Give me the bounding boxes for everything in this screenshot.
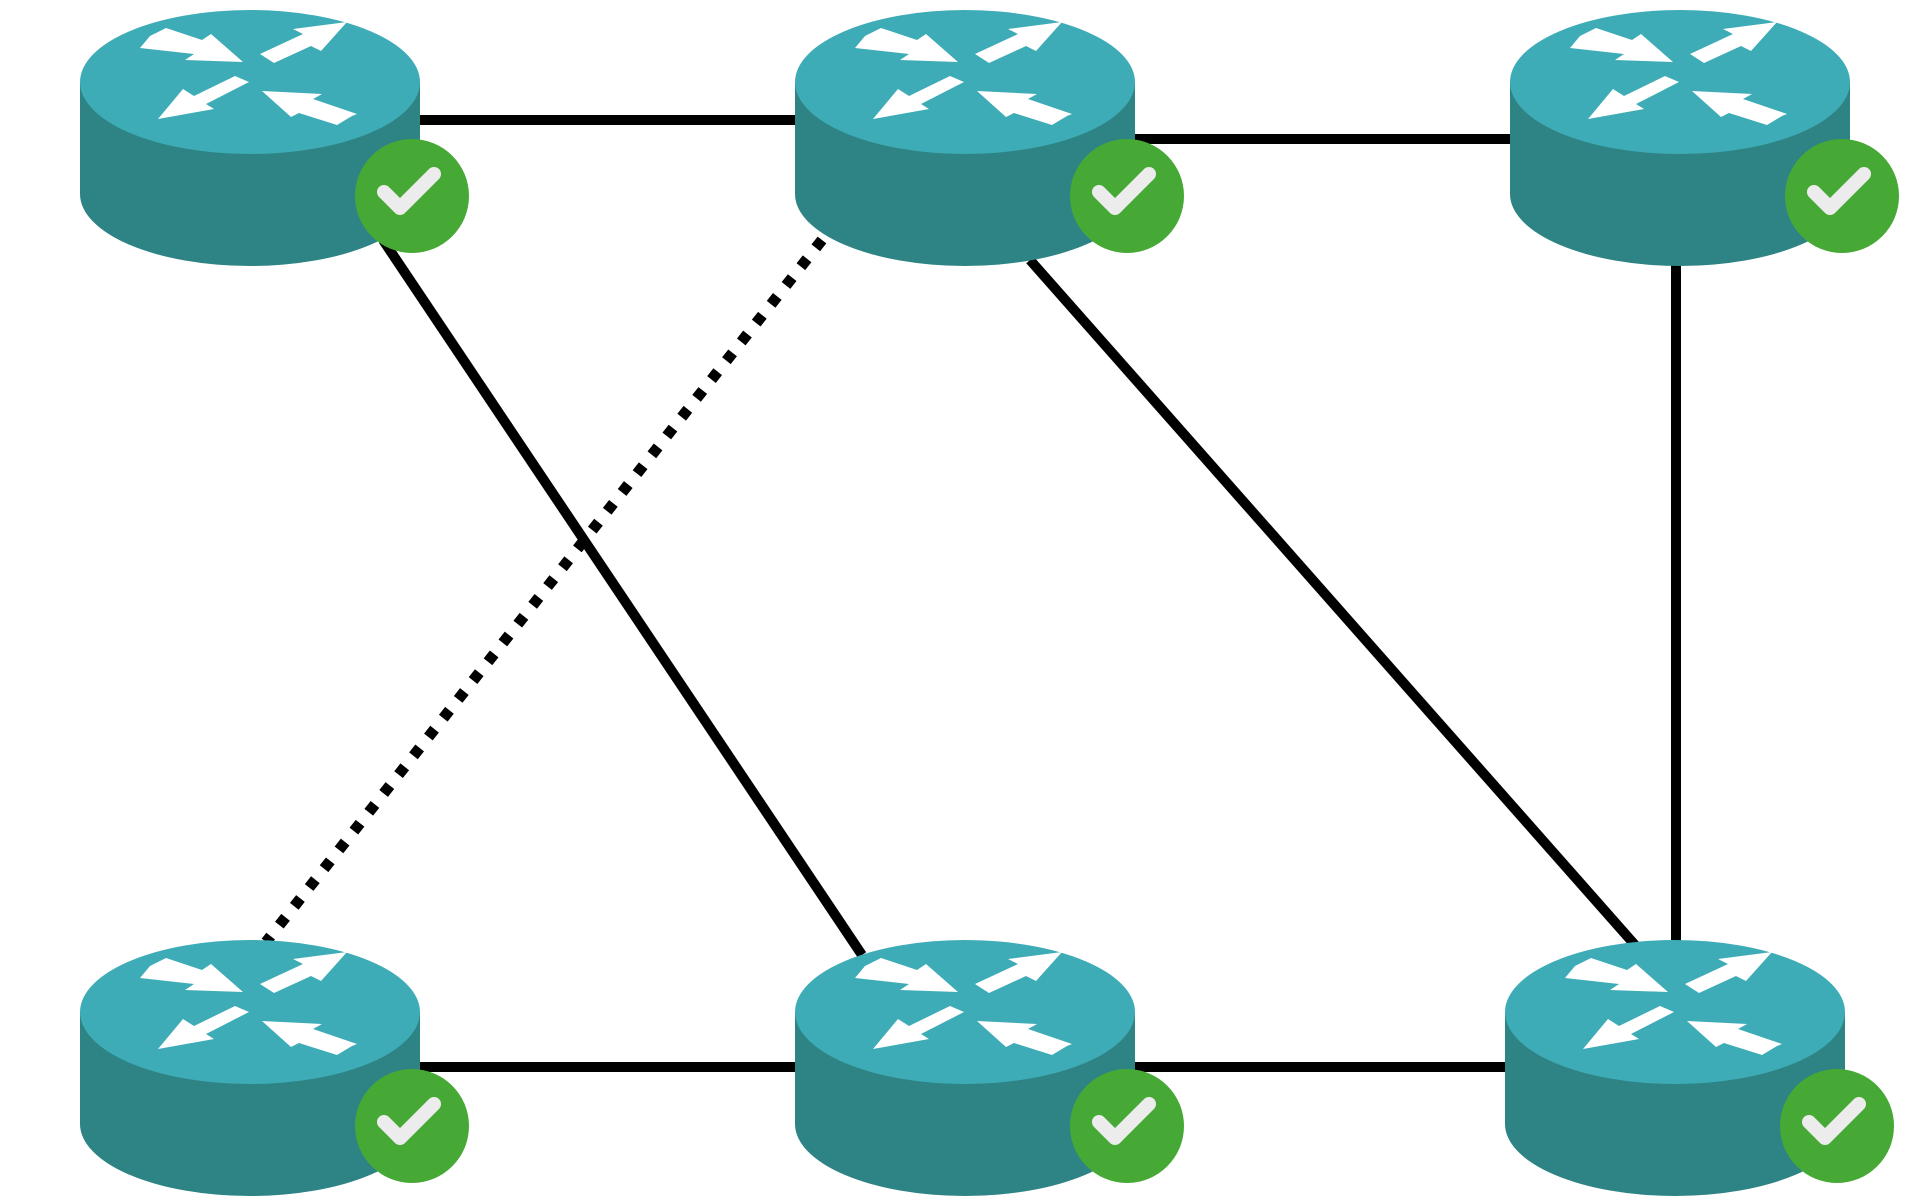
router-top (1510, 10, 1850, 154)
link-r2-r4-dotted (261, 236, 827, 946)
links-layer (261, 115, 1681, 1072)
router-top (1505, 940, 1845, 1084)
router-bottom-right[interactable] (1505, 940, 1894, 1196)
status-badge (1070, 1069, 1184, 1183)
router-top (795, 10, 1135, 154)
link-r1-r5 (378, 237, 867, 958)
checkmark-icon (377, 1097, 441, 1145)
router-top (80, 940, 420, 1084)
router-top-left[interactable] (80, 10, 469, 266)
router-bottom-center[interactable] (795, 940, 1184, 1196)
status-badge (1785, 139, 1899, 253)
checkmark-icon (1807, 167, 1871, 215)
status-badge (355, 1069, 469, 1183)
router-top-right[interactable] (1510, 10, 1899, 266)
checkmark-icon (1092, 167, 1156, 215)
router-top (795, 940, 1135, 1084)
status-badge (1070, 139, 1184, 253)
router-bottom-left[interactable] (80, 940, 469, 1196)
routers-layer (80, 10, 1899, 1196)
checkmark-icon (1092, 1097, 1156, 1145)
checkmark-icon (1802, 1097, 1866, 1145)
status-badge (1780, 1069, 1894, 1183)
checkmark-icon (377, 167, 441, 215)
router-top (80, 10, 420, 154)
router-top-center[interactable] (795, 10, 1184, 266)
link-r2-r6 (1026, 256, 1639, 949)
status-badge (355, 139, 469, 253)
